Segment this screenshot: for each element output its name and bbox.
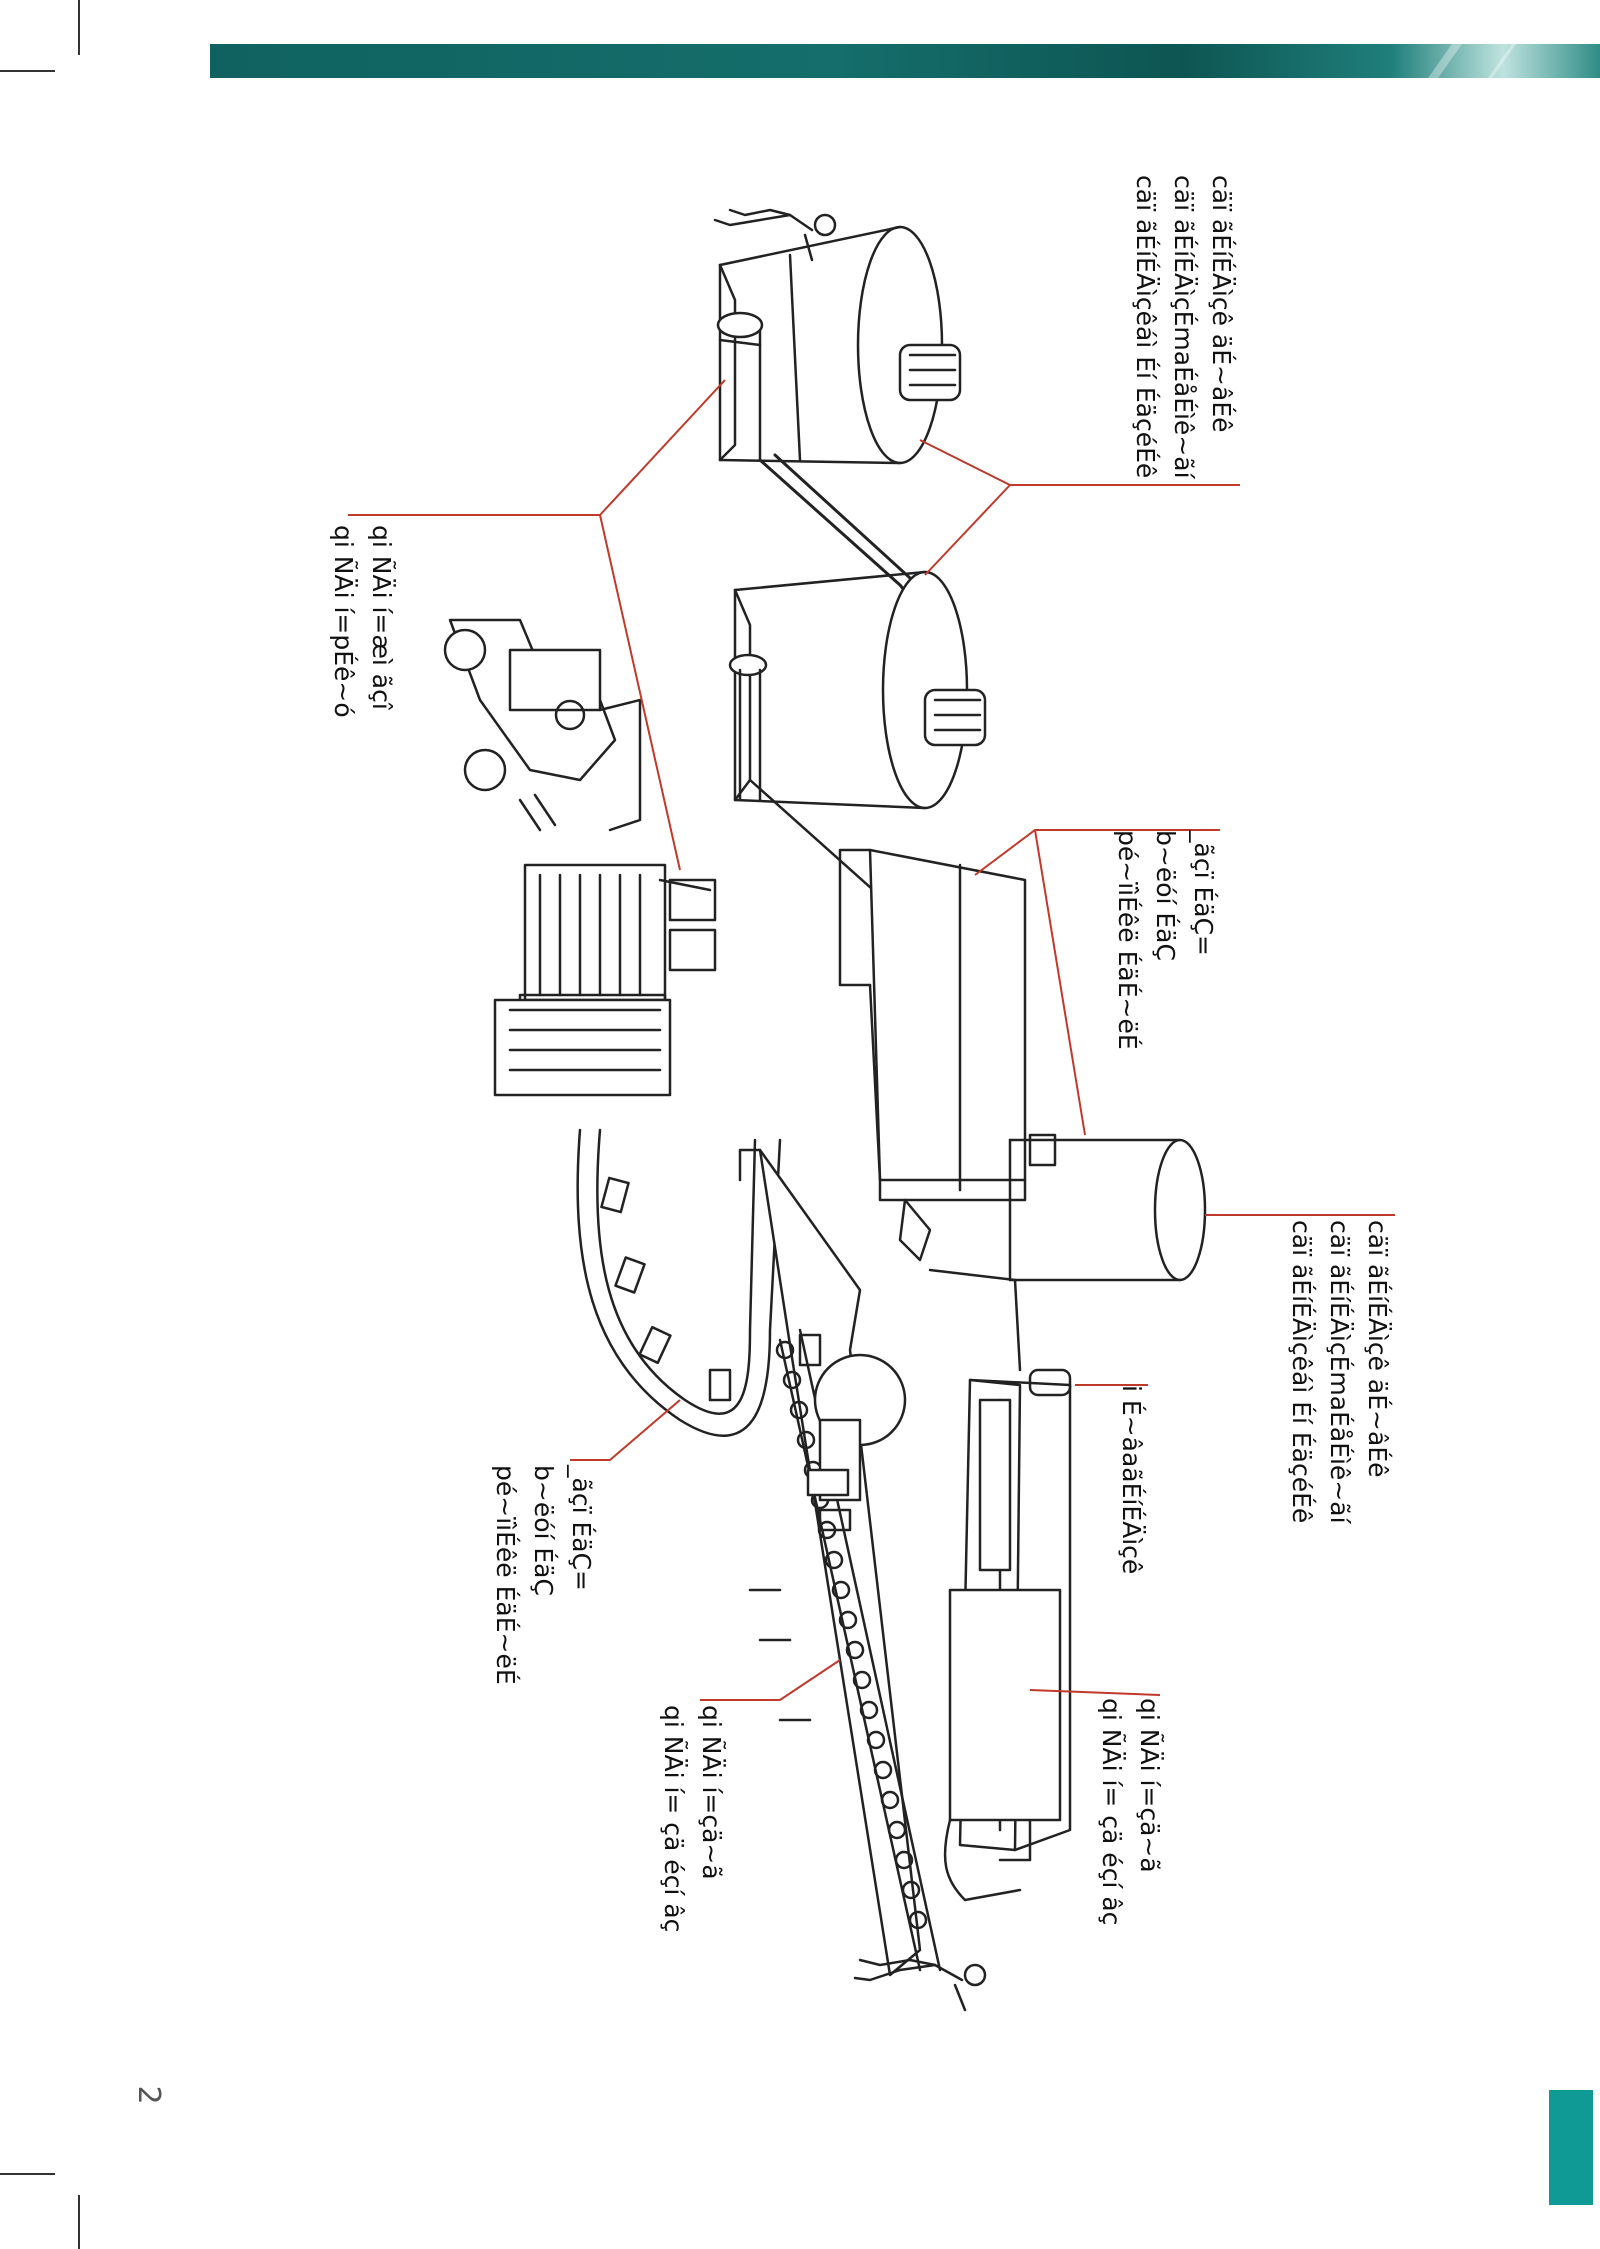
tank-middle bbox=[728, 570, 987, 907]
crop-mark-top-left-horizontal bbox=[0, 70, 55, 72]
label-conveyor-right: i É~âaãÉíÉÄìçê bbox=[1112, 1385, 1150, 1574]
label-bottom-right-line-1: qi ÑÄi í=çä~ã bbox=[1135, 1698, 1164, 1873]
label-conveyor-right-line-1: i É~âaãÉíÉÄìçê bbox=[1117, 1385, 1146, 1575]
label-left-mid-line-3: pé~ïìÉêë ÉäÉ~ëÉ bbox=[491, 1465, 520, 1685]
pallet-stacks bbox=[493, 863, 717, 1097]
label-mid-center-line-2: b~ëóí ÉäÇ bbox=[1151, 830, 1180, 961]
label-left-mid: _ãçï ÉäÇ= b~ëóí ÉäÇ pé~ïìÉêë ÉäÉ~ëÉ bbox=[486, 1465, 600, 1685]
label-mid-center-line-3: pé~ïìÉêë ÉäÉ~ëÉ bbox=[1113, 830, 1142, 1050]
tank-right bbox=[928, 1138, 1207, 1372]
mixing-trough bbox=[838, 848, 1057, 1262]
label-right-lower-line-1: cäï ãÉíÉÄìçê äÉ~âÉê bbox=[1363, 1220, 1392, 1478]
label-top-left-line-2: qi ÑÄi í=pÉê~ó bbox=[329, 525, 358, 718]
label-top-left: qi ÑÄi í=æì ãçî qi ÑÄi í=pÉê~ó bbox=[324, 525, 400, 718]
label-left-mid-line-1: _ãçï ÉäÇ= bbox=[567, 1465, 596, 1591]
crop-mark-top-left-vertical bbox=[78, 0, 80, 55]
label-bottom-right-line-2: qi ÑÄi í= çä éçí âç bbox=[1097, 1698, 1126, 1926]
label-bottom-center-line-2: qi ÑÄi í= çä éçí âç bbox=[659, 1705, 688, 1933]
tank-top bbox=[713, 208, 962, 465]
label-right-lower-line-3: cäï ãÉíÉÄìçêáì Éí ÉäçéÉê bbox=[1287, 1220, 1316, 1524]
label-left-mid-line-2: b~ëóí ÉäÇ bbox=[529, 1465, 558, 1596]
label-top-right: cäï ãÉíÉÄìçê äÉ~âÉê cäï ãÉíÉÄìçÉmaÉåÉìê~… bbox=[1126, 175, 1240, 479]
label-mid-center-line-1: _ãçï ÉäÇ= bbox=[1189, 830, 1218, 956]
main-conveyor bbox=[738, 1148, 942, 1977]
label-bottom-center-line-1: qi ÑÄi í=çä~ã bbox=[697, 1705, 726, 1880]
crop-mark-bottom-left-vertical bbox=[78, 2195, 80, 2249]
label-top-right-line-3: cäï ãÉíÉÄìçêáì Éí ÉäçéÉê bbox=[1131, 175, 1160, 479]
header-banner bbox=[210, 44, 1600, 78]
forklift bbox=[443, 618, 642, 832]
crop-mark-bottom-left-horizontal bbox=[0, 2173, 55, 2175]
packing-machine bbox=[798, 1333, 1072, 1902]
label-top-right-line-2: cäï ãÉíÉÄìçÉmaÉåÉìê~ãí bbox=[1169, 175, 1198, 479]
label-mid-center: _ãçï ÉäÇ= b~ëóí ÉäÇ pé~ïìÉêë ÉäÉ~ëÉ bbox=[1108, 830, 1222, 1050]
curved-conveyor bbox=[576, 1128, 782, 1437]
label-right-lower-line-2: cäï ãÉíÉÄìçÉmaÉåÉìê~ãí bbox=[1325, 1220, 1354, 1524]
label-top-right-line-1: cäï ãÉíÉÄìçê äÉ~âÉê bbox=[1207, 175, 1236, 433]
page-tab-marker bbox=[1549, 2090, 1593, 2205]
worker-bottom bbox=[853, 1958, 987, 2012]
label-bottom-center: qi ÑÄi í=çä~ã qi ÑÄi í= çä éçí âç bbox=[654, 1705, 730, 1932]
label-bottom-right: qi ÑÄi í=çä~ã qi ÑÄi í= çä éçí âç bbox=[1092, 1698, 1168, 1925]
label-right-lower: cäï ãÉíÉÄìçê äÉ~âÉê cäï ãÉíÉÄìçÉmaÉåÉìê~… bbox=[1282, 1220, 1396, 1524]
label-top-left-line-1: qi ÑÄi í=æì ãçî bbox=[367, 525, 396, 710]
